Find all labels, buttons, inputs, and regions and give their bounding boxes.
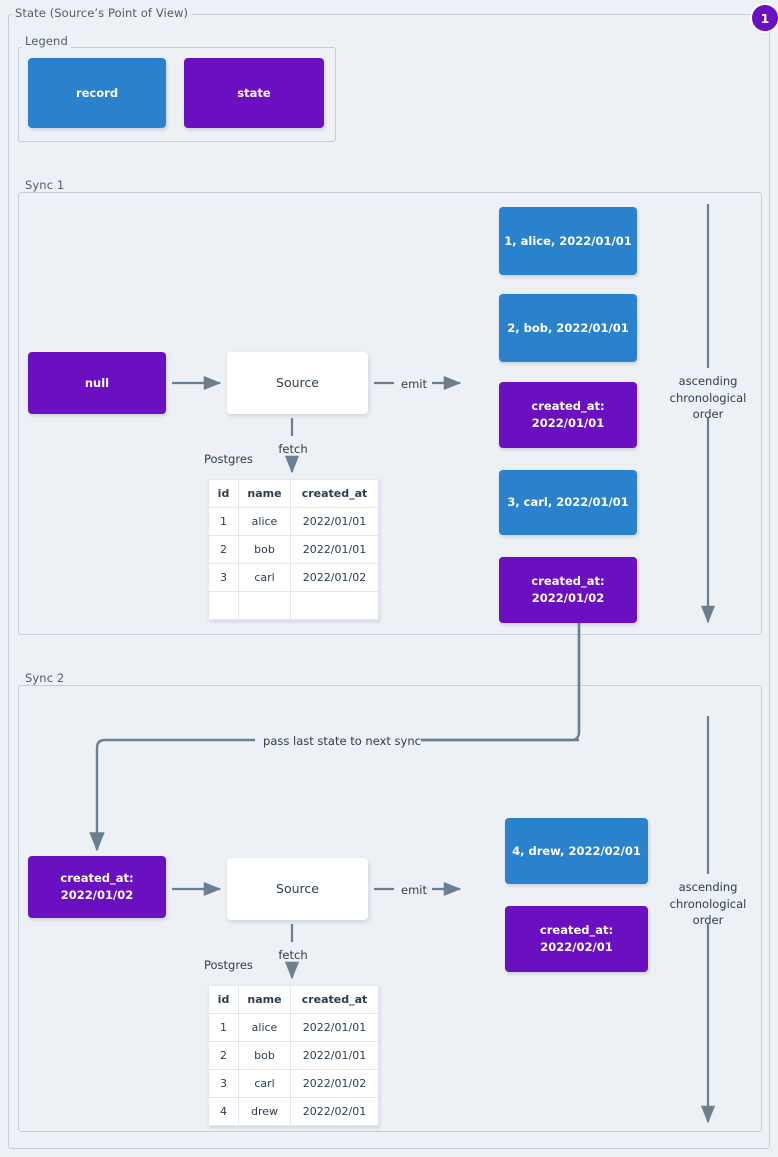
- legend-swatch-record: record: [28, 58, 166, 128]
- cell-created-at: 2022/01/01: [290, 507, 379, 536]
- sync2-emit-label: emit: [401, 883, 427, 897]
- sync2-db-label: Postgres: [204, 958, 253, 972]
- table-header-row: id name created_at: [208, 479, 379, 508]
- sync2-emitted-item-1: 4, drew, 2022/02/01: [505, 818, 648, 884]
- cell-created-at: 2022/01/02: [290, 563, 379, 592]
- cell-name: carl: [238, 1069, 291, 1098]
- col-name: name: [238, 479, 291, 508]
- sync1-emitted-item-1: 1, alice, 2022/01/01: [499, 207, 637, 275]
- table-header-row: id name created_at: [208, 985, 379, 1014]
- sync1-emitted-item-3: created_at: 2022/01/01: [499, 382, 637, 448]
- step-badge: 1: [750, 3, 778, 33]
- cell-created-at: 2022/01/01: [290, 535, 379, 564]
- col-name: name: [238, 985, 291, 1014]
- sync1-source-node: Source: [227, 352, 368, 414]
- table-row: 2 bob 2022/01/01: [208, 1041, 379, 1070]
- cell-id: [208, 591, 239, 620]
- cell-name: drew: [238, 1097, 291, 1126]
- cell-id: 2: [208, 1041, 239, 1070]
- sync2-state-input: created_at: 2022/01/02: [28, 856, 166, 918]
- sync2-order-note: ascending chronological order: [669, 880, 747, 928]
- cell-id: 3: [208, 563, 239, 592]
- sync1-emitted-item-4: 3, carl, 2022/01/01: [499, 470, 637, 535]
- cell-id: 2: [208, 535, 239, 564]
- sync1-frame: [18, 192, 762, 635]
- sync1-emit-label: emit: [401, 377, 427, 391]
- sync1-db-label: Postgres: [204, 452, 253, 466]
- sync1-state-input: null: [28, 352, 166, 414]
- cell-id: 3: [208, 1069, 239, 1098]
- sync1-order-note: ascending chronological order: [669, 374, 747, 422]
- col-id: id: [208, 479, 239, 508]
- table-row: 3 carl 2022/01/02: [208, 563, 379, 592]
- cell-id: 1: [208, 507, 239, 536]
- cell-id: 1: [208, 1013, 239, 1042]
- sync1-emitted-item-2: 2, bob, 2022/01/01: [499, 294, 637, 362]
- sync1-postgres-table: id name created_at 1 alice 2022/01/01 2 …: [208, 479, 379, 620]
- col-created-at: created_at: [290, 479, 379, 508]
- table-row: 4 drew 2022/02/01: [208, 1097, 379, 1126]
- legend-label: Legend: [22, 34, 71, 48]
- cell-created-at: 2022/02/01: [290, 1097, 379, 1126]
- table-row-empty: [208, 591, 379, 620]
- page-title: State (Source’s Point of View): [12, 6, 192, 20]
- sync2-source-node: Source: [227, 858, 368, 920]
- sync1-emitted-item-5: created_at: 2022/01/02: [499, 557, 637, 623]
- cell-name: bob: [238, 535, 291, 564]
- sync2-postgres-table: id name created_at 1 alice 2022/01/01 2 …: [208, 985, 379, 1126]
- cell-name: carl: [238, 563, 291, 592]
- cell-created-at: 2022/01/01: [290, 1041, 379, 1070]
- cell-created-at: [290, 591, 379, 620]
- legend-frame: [18, 47, 336, 142]
- table-row: 1 alice 2022/01/01: [208, 1013, 379, 1042]
- table-row: 3 carl 2022/01/02: [208, 1069, 379, 1098]
- sync2-frame: [18, 685, 762, 1132]
- table-row: 2 bob 2022/01/01: [208, 535, 379, 564]
- cell-id: 4: [208, 1097, 239, 1126]
- cell-name: bob: [238, 1041, 291, 1070]
- cell-name: alice: [238, 507, 291, 536]
- sync1-label: Sync 1: [22, 178, 68, 192]
- sync1-fetch-label: fetch: [278, 442, 308, 456]
- col-id: id: [208, 985, 239, 1014]
- outer-frame: [8, 14, 770, 1149]
- cell-name: alice: [238, 1013, 291, 1042]
- cell-created-at: 2022/01/01: [290, 1013, 379, 1042]
- cell-created-at: 2022/01/02: [290, 1069, 379, 1098]
- sync2-emitted-item-2: created_at: 2022/02/01: [505, 906, 648, 972]
- legend-swatch-state: state: [184, 58, 324, 128]
- table-row: 1 alice 2022/01/01: [208, 507, 379, 536]
- sync2-fetch-label: fetch: [278, 948, 308, 962]
- cell-name: [238, 591, 291, 620]
- sync2-pass-state-label: pass last state to next sync: [258, 733, 426, 750]
- col-created-at: created_at: [290, 985, 379, 1014]
- sync2-label: Sync 2: [22, 671, 68, 685]
